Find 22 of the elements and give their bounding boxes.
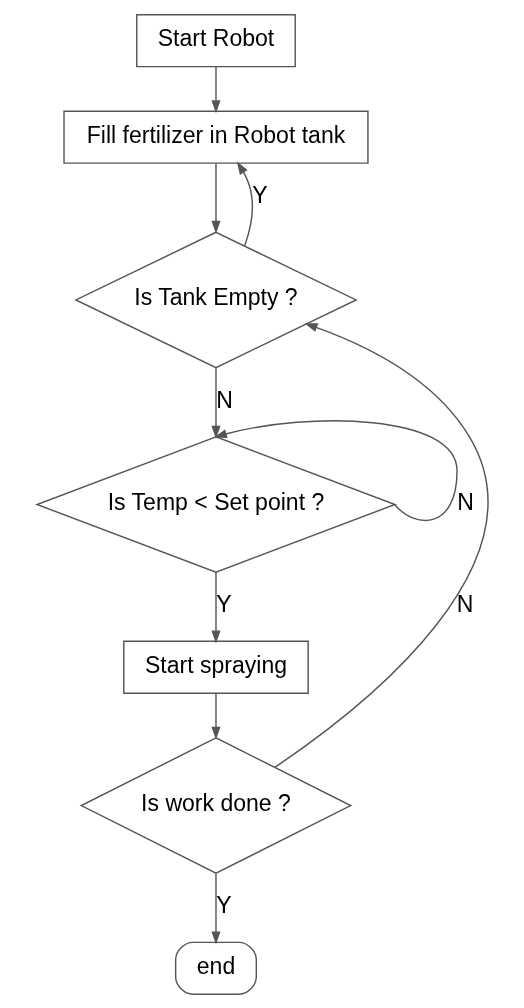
node-diamond: Is work done ? <box>79 736 352 874</box>
arrow <box>210 162 221 234</box>
edge-label: Y <box>215 891 232 918</box>
node-box: Fill fertilizer in Robot tank <box>62 110 369 164</box>
edge-label: N <box>456 590 473 617</box>
node-box: Start spraying <box>122 640 309 694</box>
edge-label: N <box>215 386 233 413</box>
arrow <box>273 322 489 768</box>
arrow <box>210 872 221 944</box>
node-box: end <box>174 941 257 995</box>
edge-label: Y <box>251 181 268 208</box>
node-diamond: Is Temp < Set point ? <box>34 435 397 573</box>
arrow <box>236 161 253 246</box>
arrow <box>210 571 221 643</box>
edge-label: N <box>456 488 474 515</box>
arrow <box>210 366 221 439</box>
arrow <box>210 692 221 740</box>
arrow <box>210 65 221 113</box>
arrow <box>213 419 458 521</box>
edge-label: Y <box>215 590 232 617</box>
node-diamond: Is Tank Empty ? <box>73 230 358 368</box>
node-box: Start Robot <box>135 13 296 67</box>
